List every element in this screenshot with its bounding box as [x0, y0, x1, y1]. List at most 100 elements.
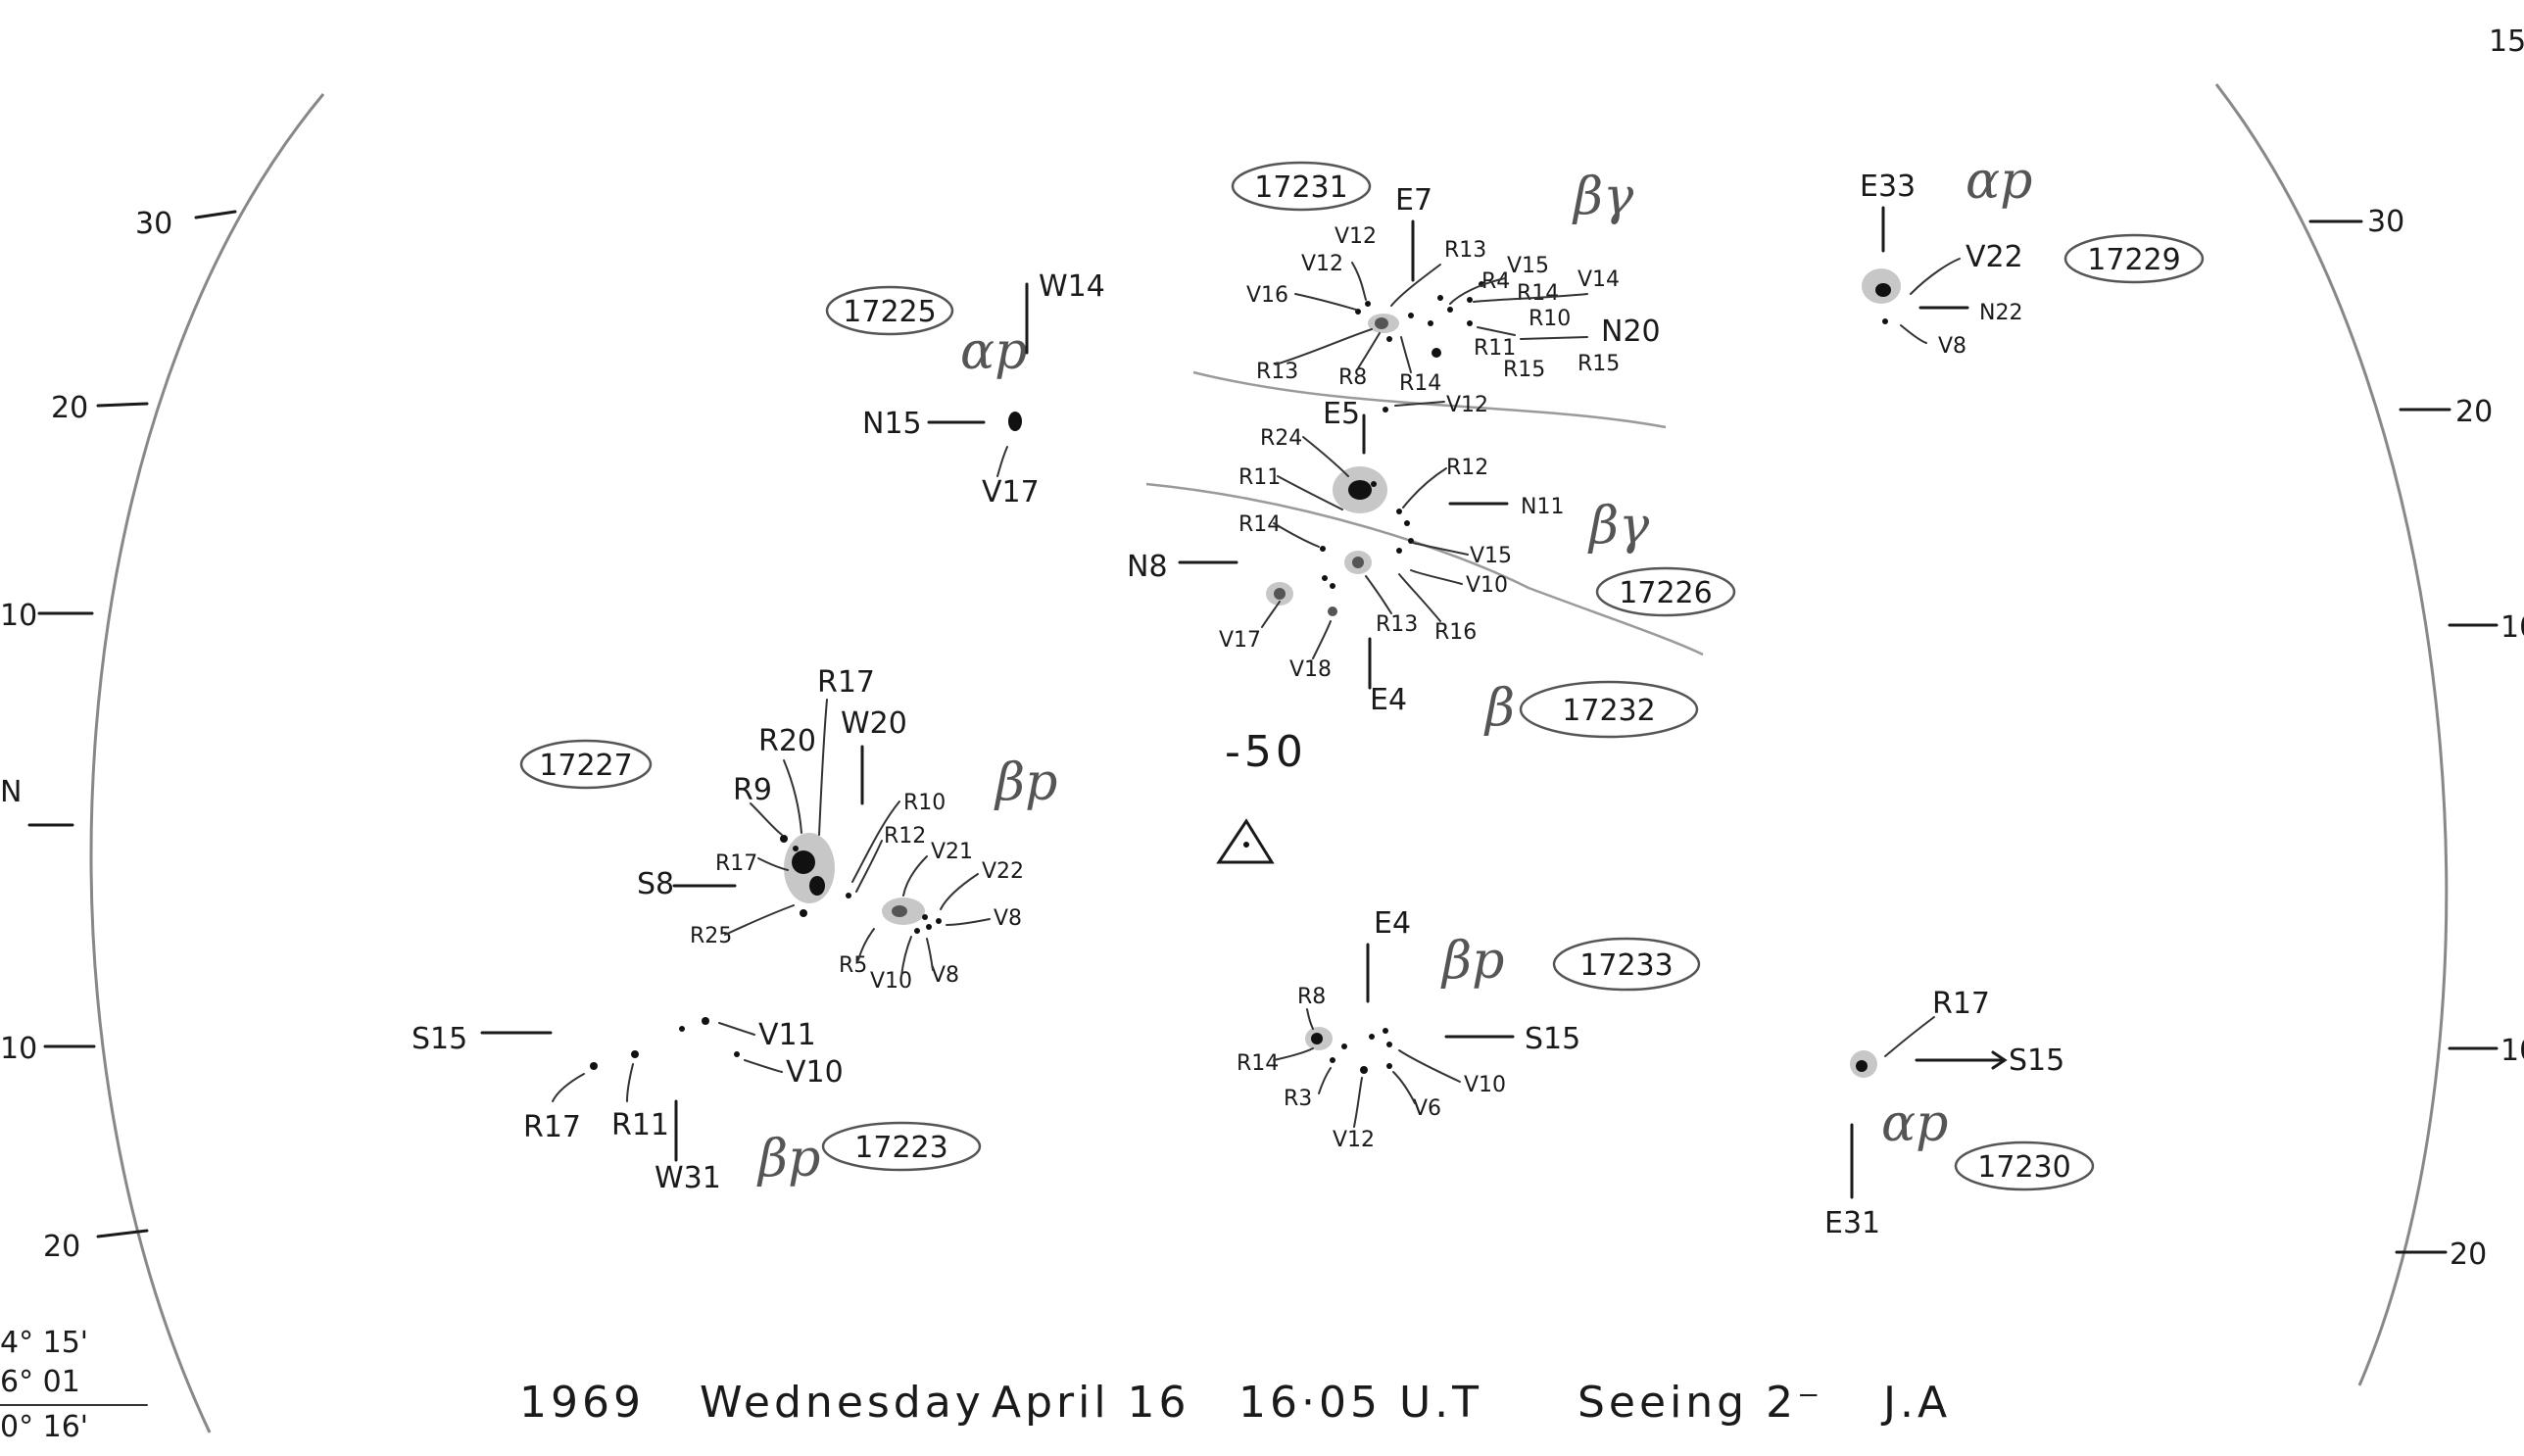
label-r13c: R13: [1376, 612, 1418, 637]
label-r11b: R11: [1238, 465, 1281, 490]
label-r8b: R8: [1297, 985, 1326, 1009]
label-n20: N20: [1601, 315, 1661, 349]
class-17232: β: [1483, 679, 1515, 738]
label-r9: R9: [733, 773, 772, 807]
label-w20: W20: [841, 706, 907, 741]
footer-day: Wednesday: [700, 1378, 985, 1428]
minus-fifty: -50: [1225, 727, 1307, 777]
region-id-17231: 17231: [1254, 170, 1347, 205]
footer: 1969 Wednesday April 16 16·05 U.T Seeing…: [519, 1378, 1947, 1428]
label-v6: V6: [1413, 1096, 1441, 1121]
label-v10b: V10: [870, 969, 912, 994]
class-17231: βγ: [1572, 168, 1634, 226]
label-n8: N8: [1127, 550, 1168, 584]
label-s15a: S15: [412, 1022, 467, 1056]
label-v11: V11: [758, 1018, 816, 1052]
label-n11: N11: [1521, 495, 1564, 519]
region-id-17227: 17227: [539, 749, 632, 783]
label-r15a: R15: [1503, 358, 1545, 382]
right-scale: 30 20 10 10 20 15: [2308, 24, 2524, 1272]
label-v16: V16: [1246, 283, 1288, 308]
label-s15b: S15: [1525, 1022, 1580, 1056]
label-r25: R25: [690, 924, 732, 948]
class-17226: βγ: [1587, 497, 1650, 556]
region-17233: 17233 βp E4 R8 S15 R14 V10 R3 V6 V12: [1237, 906, 1701, 1152]
neutral-line-upper: [1192, 370, 1667, 429]
label-r13a: R13: [1444, 238, 1486, 263]
label-v15: V15: [1507, 254, 1549, 278]
right-tick-10b: 10: [2500, 1034, 2524, 1068]
label-r17c: R17: [523, 1110, 581, 1144]
label-v8c: V8: [931, 963, 959, 988]
label-r17a: R17: [817, 665, 875, 700]
class-17230: αp: [1881, 1094, 1948, 1153]
corner-notes: 4° 15' 6° 01 0° 16': [0, 1326, 148, 1444]
label-v12a: V12: [1335, 224, 1377, 249]
region-17231: 17231 βγ E7 V12 V12 R13 V15 V14 V16 R4 R…: [1231, 161, 1661, 455]
label-v12c: V12: [1446, 393, 1488, 417]
label-v14: V14: [1578, 267, 1620, 292]
region-id-17233: 17233: [1579, 948, 1673, 983]
class-17225: αp: [960, 322, 1027, 381]
label-r5: R5: [839, 953, 867, 978]
region-17227: 17227 βp R17 W20 R20 R9 R10 R12 V21 R17 …: [519, 665, 1057, 994]
label-r24: R24: [1260, 426, 1302, 451]
left-limb-arc: [89, 93, 325, 1433]
region-id-17226: 17226: [1619, 576, 1712, 610]
left-tick-10b: 10: [0, 1032, 37, 1066]
label-r8a: R8: [1338, 365, 1367, 390]
label-v10c: V10: [786, 1055, 844, 1090]
label-s15c: S15: [2009, 1043, 2064, 1078]
label-e31: E31: [1824, 1206, 1880, 1240]
class-17229: αp: [1966, 152, 2032, 211]
label-r14b: R14: [1399, 371, 1441, 396]
label-v10d: V10: [1464, 1073, 1506, 1097]
label-e7: E7: [1395, 183, 1432, 218]
right-limb-arc: [2214, 83, 2449, 1386]
class-17227: βp: [994, 753, 1057, 812]
label-v22b: V22: [982, 859, 1024, 884]
region-17229: 17229 αp E33 V22 N22 V8: [1860, 152, 2205, 359]
region-17226: 17226 βγ R24 R12 R11 N11 R14 V15 N8 V10 …: [1127, 426, 1736, 717]
region-17225: 17225 αp W14 N15 V17: [825, 269, 1105, 510]
label-r20: R20: [758, 724, 816, 758]
footer-date: April 16: [992, 1378, 1190, 1428]
footer-time: 16·05 U.T: [1238, 1378, 1482, 1428]
triangle-mark: [1216, 818, 1275, 864]
label-v12d: V12: [1333, 1128, 1375, 1152]
left-tick-10: 10: [0, 599, 37, 633]
right-tick-30: 30: [2367, 205, 2404, 239]
note-line-2: 6° 01: [0, 1365, 80, 1399]
label-v10a: V10: [1466, 573, 1508, 598]
label-r17b: R17: [715, 851, 757, 876]
right-tick-20: 20: [2455, 395, 2493, 429]
label-r11a: R11: [1474, 336, 1516, 361]
label-v21: V21: [931, 840, 973, 864]
label-e4b: E4: [1374, 906, 1411, 941]
label-v17b: V17: [1219, 628, 1261, 653]
label-r16: R16: [1434, 620, 1477, 645]
right-tick-10: 10: [2500, 610, 2524, 645]
neutral-line-lower: [1145, 482, 1704, 656]
label-r4: R4: [1481, 269, 1510, 294]
label-n15: N15: [862, 407, 922, 441]
label-r12a: R12: [1446, 456, 1488, 480]
region-17232: 17232 β: [1483, 679, 1699, 739]
class-17233: βp: [1440, 932, 1504, 991]
label-r17d: R17: [1932, 987, 1990, 1021]
region-id-17223: 17223: [854, 1131, 947, 1165]
right-tick-20b: 20: [2450, 1238, 2487, 1272]
label-v18: V18: [1289, 657, 1332, 682]
note-line-1: 4° 15': [0, 1326, 88, 1360]
label-v22a: V22: [1966, 240, 2023, 274]
label-r14a: R14: [1517, 281, 1559, 306]
label-r10b: R10: [903, 791, 946, 815]
label-r14d: R14: [1237, 1051, 1279, 1076]
left-tick-20b: 20: [43, 1230, 80, 1264]
left-scale: 30 20 10 N 10 20: [0, 207, 237, 1264]
corner-number: 15: [2489, 24, 2524, 59]
footer-year: 1969: [519, 1378, 645, 1428]
label-v8b: V8: [994, 906, 1022, 931]
left-tick-n: N: [0, 775, 22, 809]
label-w14: W14: [1039, 269, 1105, 304]
